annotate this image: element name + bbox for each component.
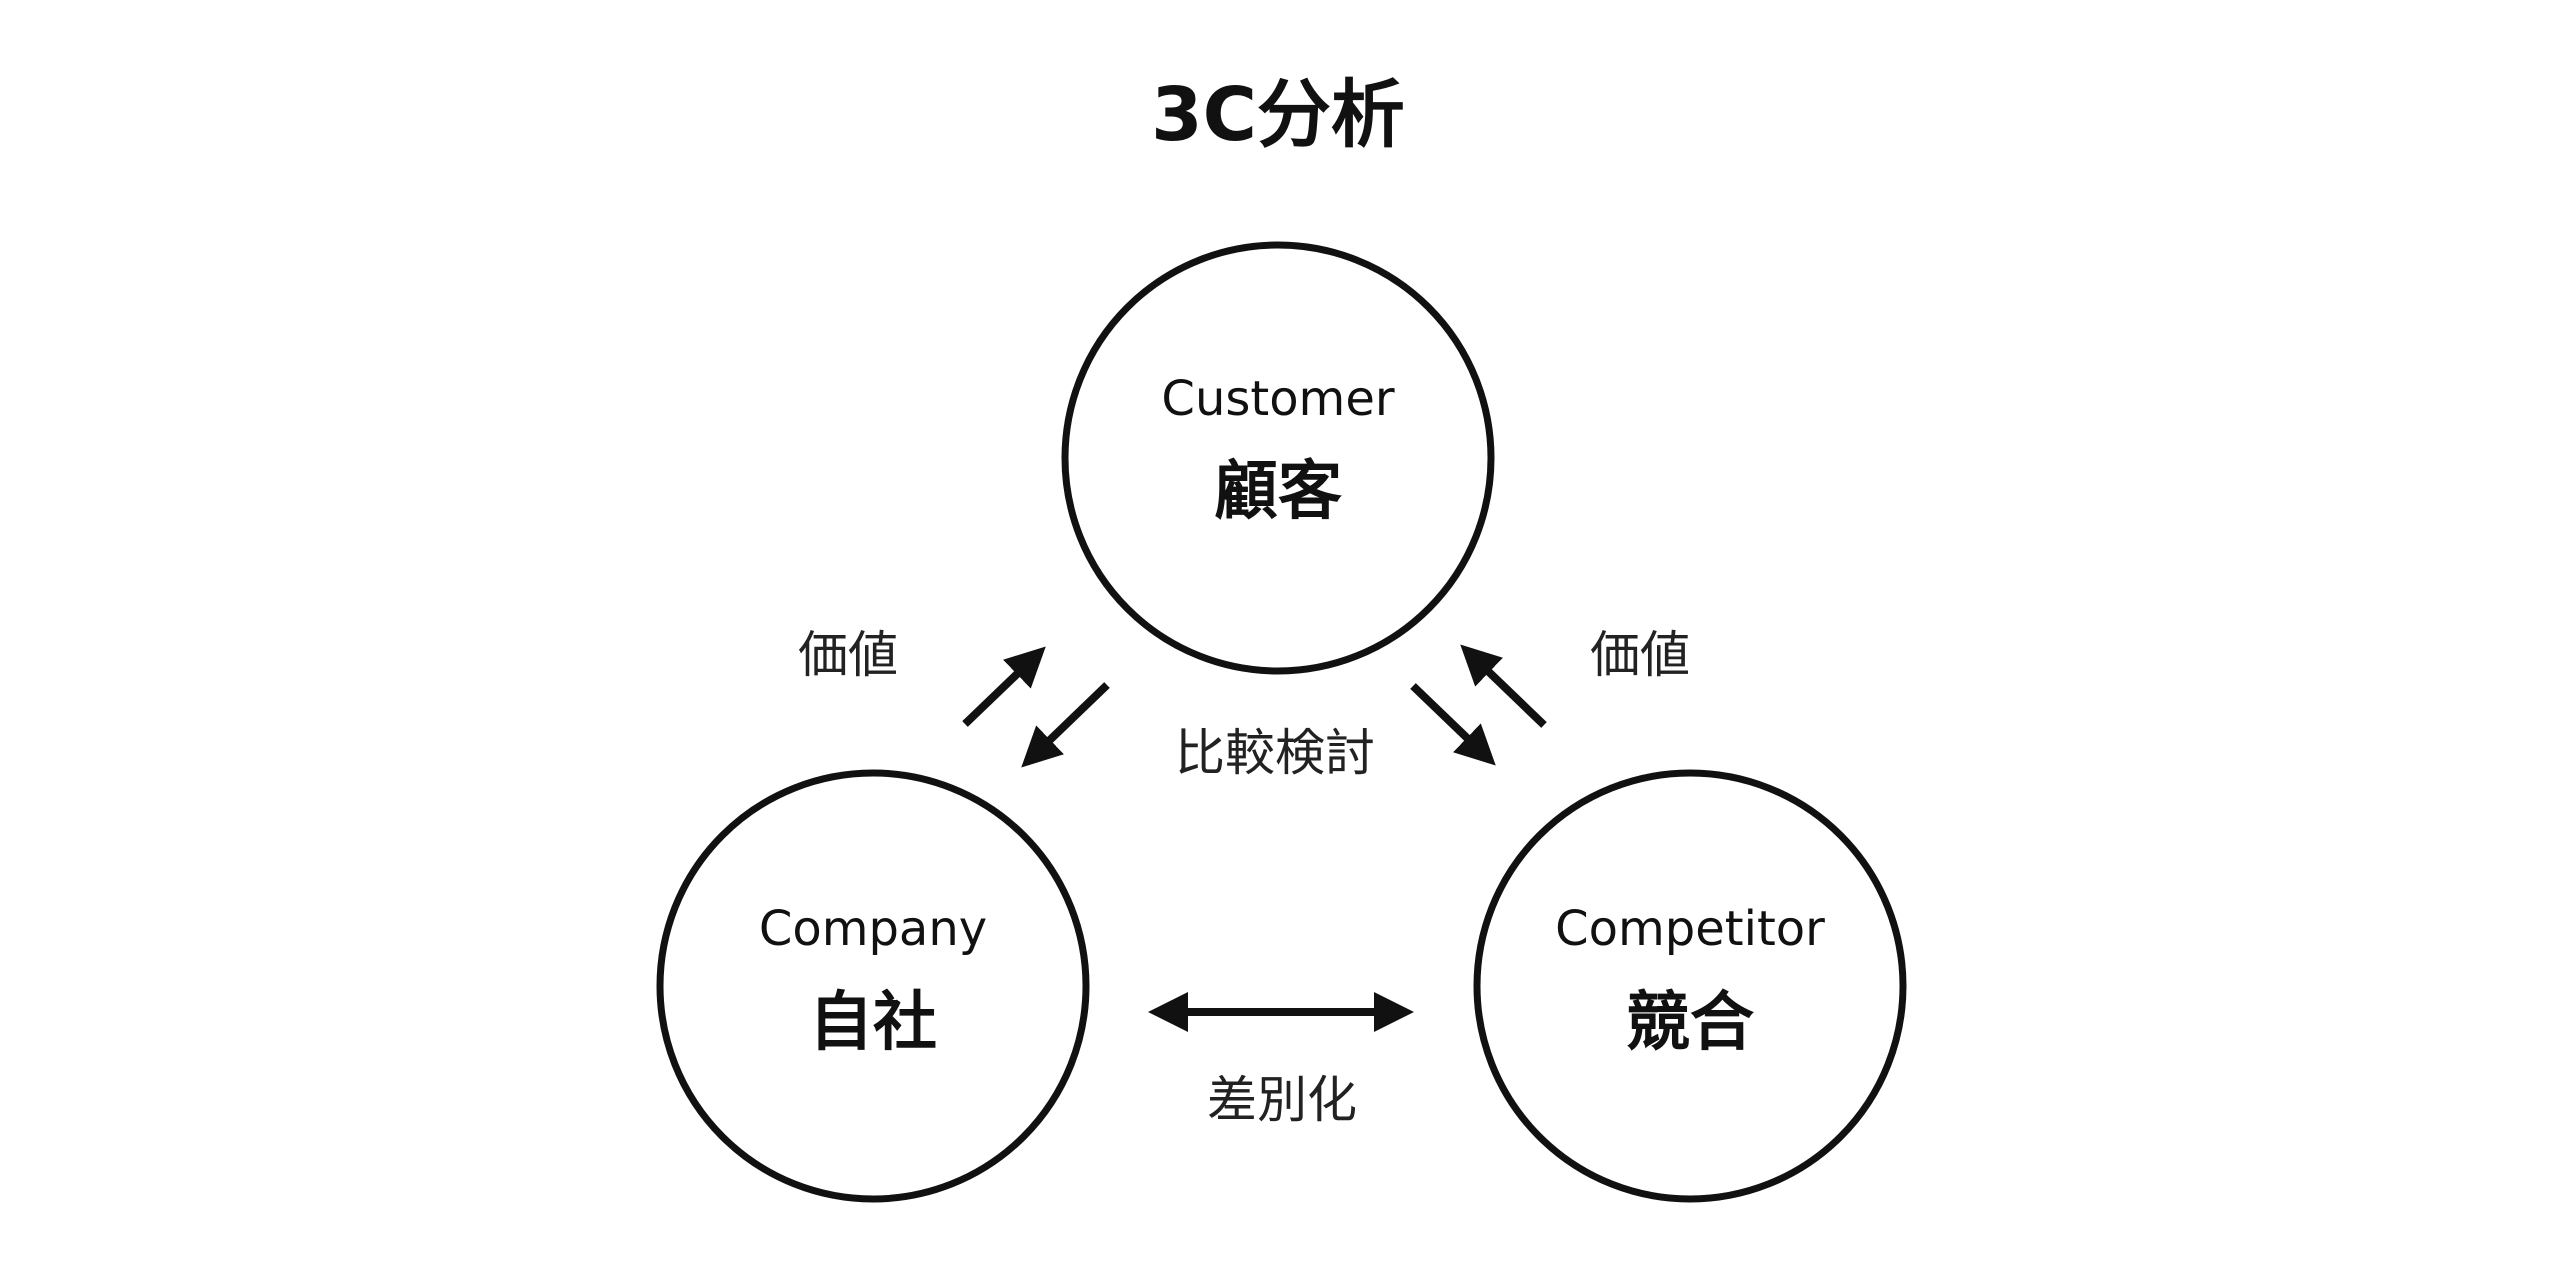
competitor-japanese-label: 競合 (1626, 986, 1754, 1060)
competitor-node: Competitor 競合 (1473, 769, 1907, 1203)
compare-label: 比較検討 (1175, 724, 1375, 782)
customer-node: Customer 顧客 (1061, 241, 1495, 675)
company-english-label: Company (759, 901, 987, 957)
company-japanese-label: 自社 (809, 986, 937, 1060)
differentiation-label: 差別化 (1207, 1071, 1357, 1129)
value-label-right: 価値 (1590, 626, 1690, 684)
customer-to-company-arrow (1021, 682, 1110, 768)
diagram-title: 3C分析 (1151, 72, 1405, 158)
company-node: Company 自社 (656, 769, 1090, 1203)
competitor-to-customer-arrow (1460, 644, 1547, 728)
customer-japanese-label: 顧客 (1214, 455, 1342, 529)
customer-english-label: Customer (1161, 371, 1394, 427)
customer-circle (1061, 241, 1495, 675)
value-label-left: 価値 (798, 626, 898, 684)
customer-to-competitor-arrow (1410, 683, 1496, 766)
competitor-circle (1473, 769, 1907, 1203)
company-circle (656, 769, 1090, 1203)
competitor-english-label: Competitor (1555, 901, 1825, 957)
company-to-customer-arrow (962, 646, 1046, 727)
